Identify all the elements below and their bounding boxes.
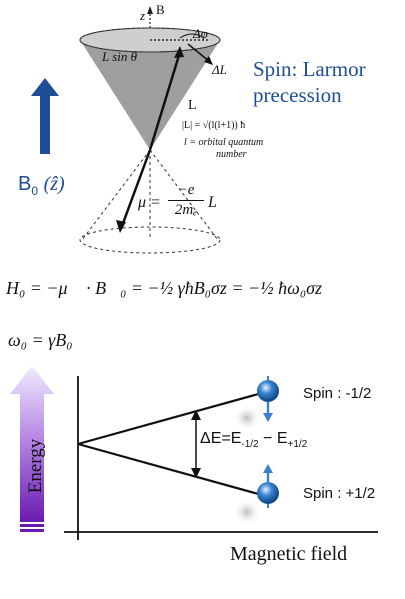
b0-subscript: 0	[31, 184, 39, 198]
delta-E-label: ΔE=E-1/2 − E+1/2	[200, 430, 307, 450]
delta-E-sub2: +1/2	[287, 439, 308, 451]
spin-up-label: Spin : +1/2	[303, 485, 376, 502]
mu-rhs: L	[208, 194, 217, 211]
spin-ball-icon	[257, 464, 279, 508]
zeeman-energy-diagram	[10, 366, 378, 540]
spin-down-label: Spin : -1/2	[303, 385, 372, 402]
precession-cone-diagram	[79, 6, 221, 254]
field-axis-label: Magnetic field	[230, 543, 348, 565]
axis-z-label: z	[140, 8, 146, 23]
delta-E-mid: − E	[258, 430, 288, 447]
delta-E-sub1: -1/2	[241, 439, 259, 451]
energy-gradient-arrow-icon	[10, 366, 54, 532]
axis-B-label: B	[156, 2, 165, 17]
magnitude-L: |L| = √(l(l+1)) ħ	[182, 120, 246, 131]
delta-E-main: ΔE=E	[200, 430, 242, 447]
L-sin-theta-label: L sin θ	[102, 49, 138, 64]
mu-numerator: −e	[177, 182, 195, 198]
mu-denominator: 2mₑ	[174, 202, 198, 218]
mu-lhs: μ =	[138, 194, 161, 211]
spin-title-line1: Spin: Larmor	[253, 57, 366, 81]
up-arrow-icon	[31, 78, 59, 154]
spin-title-line2: precession	[253, 83, 342, 107]
l-definition-line1: l = orbital quantum	[184, 137, 264, 148]
hamiltonian-equation: H₀ = −μ⃗ · B⃗₀ = −½ γħB₀σz = −½ ħω₀σz	[6, 278, 323, 298]
mu-fraction: −e 2mₑ	[168, 182, 204, 219]
spin-title: Spin: Larmor precession	[253, 56, 366, 108]
energy-axis-label: Energy	[25, 438, 46, 494]
b0-direction: (ẑ)	[43, 173, 65, 195]
delta-phi-label: Δφ	[193, 26, 208, 41]
delta-L-label: ΔL	[212, 62, 227, 77]
omega-equation: ω₀ = γB₀	[8, 330, 73, 350]
b0-label: B0 (ẑ)	[18, 173, 65, 198]
spin-ball-icon	[257, 376, 279, 422]
b0-symbol: B	[18, 173, 32, 195]
l-definition-line2: number	[216, 149, 247, 160]
vec-L-label: L	[188, 98, 197, 113]
